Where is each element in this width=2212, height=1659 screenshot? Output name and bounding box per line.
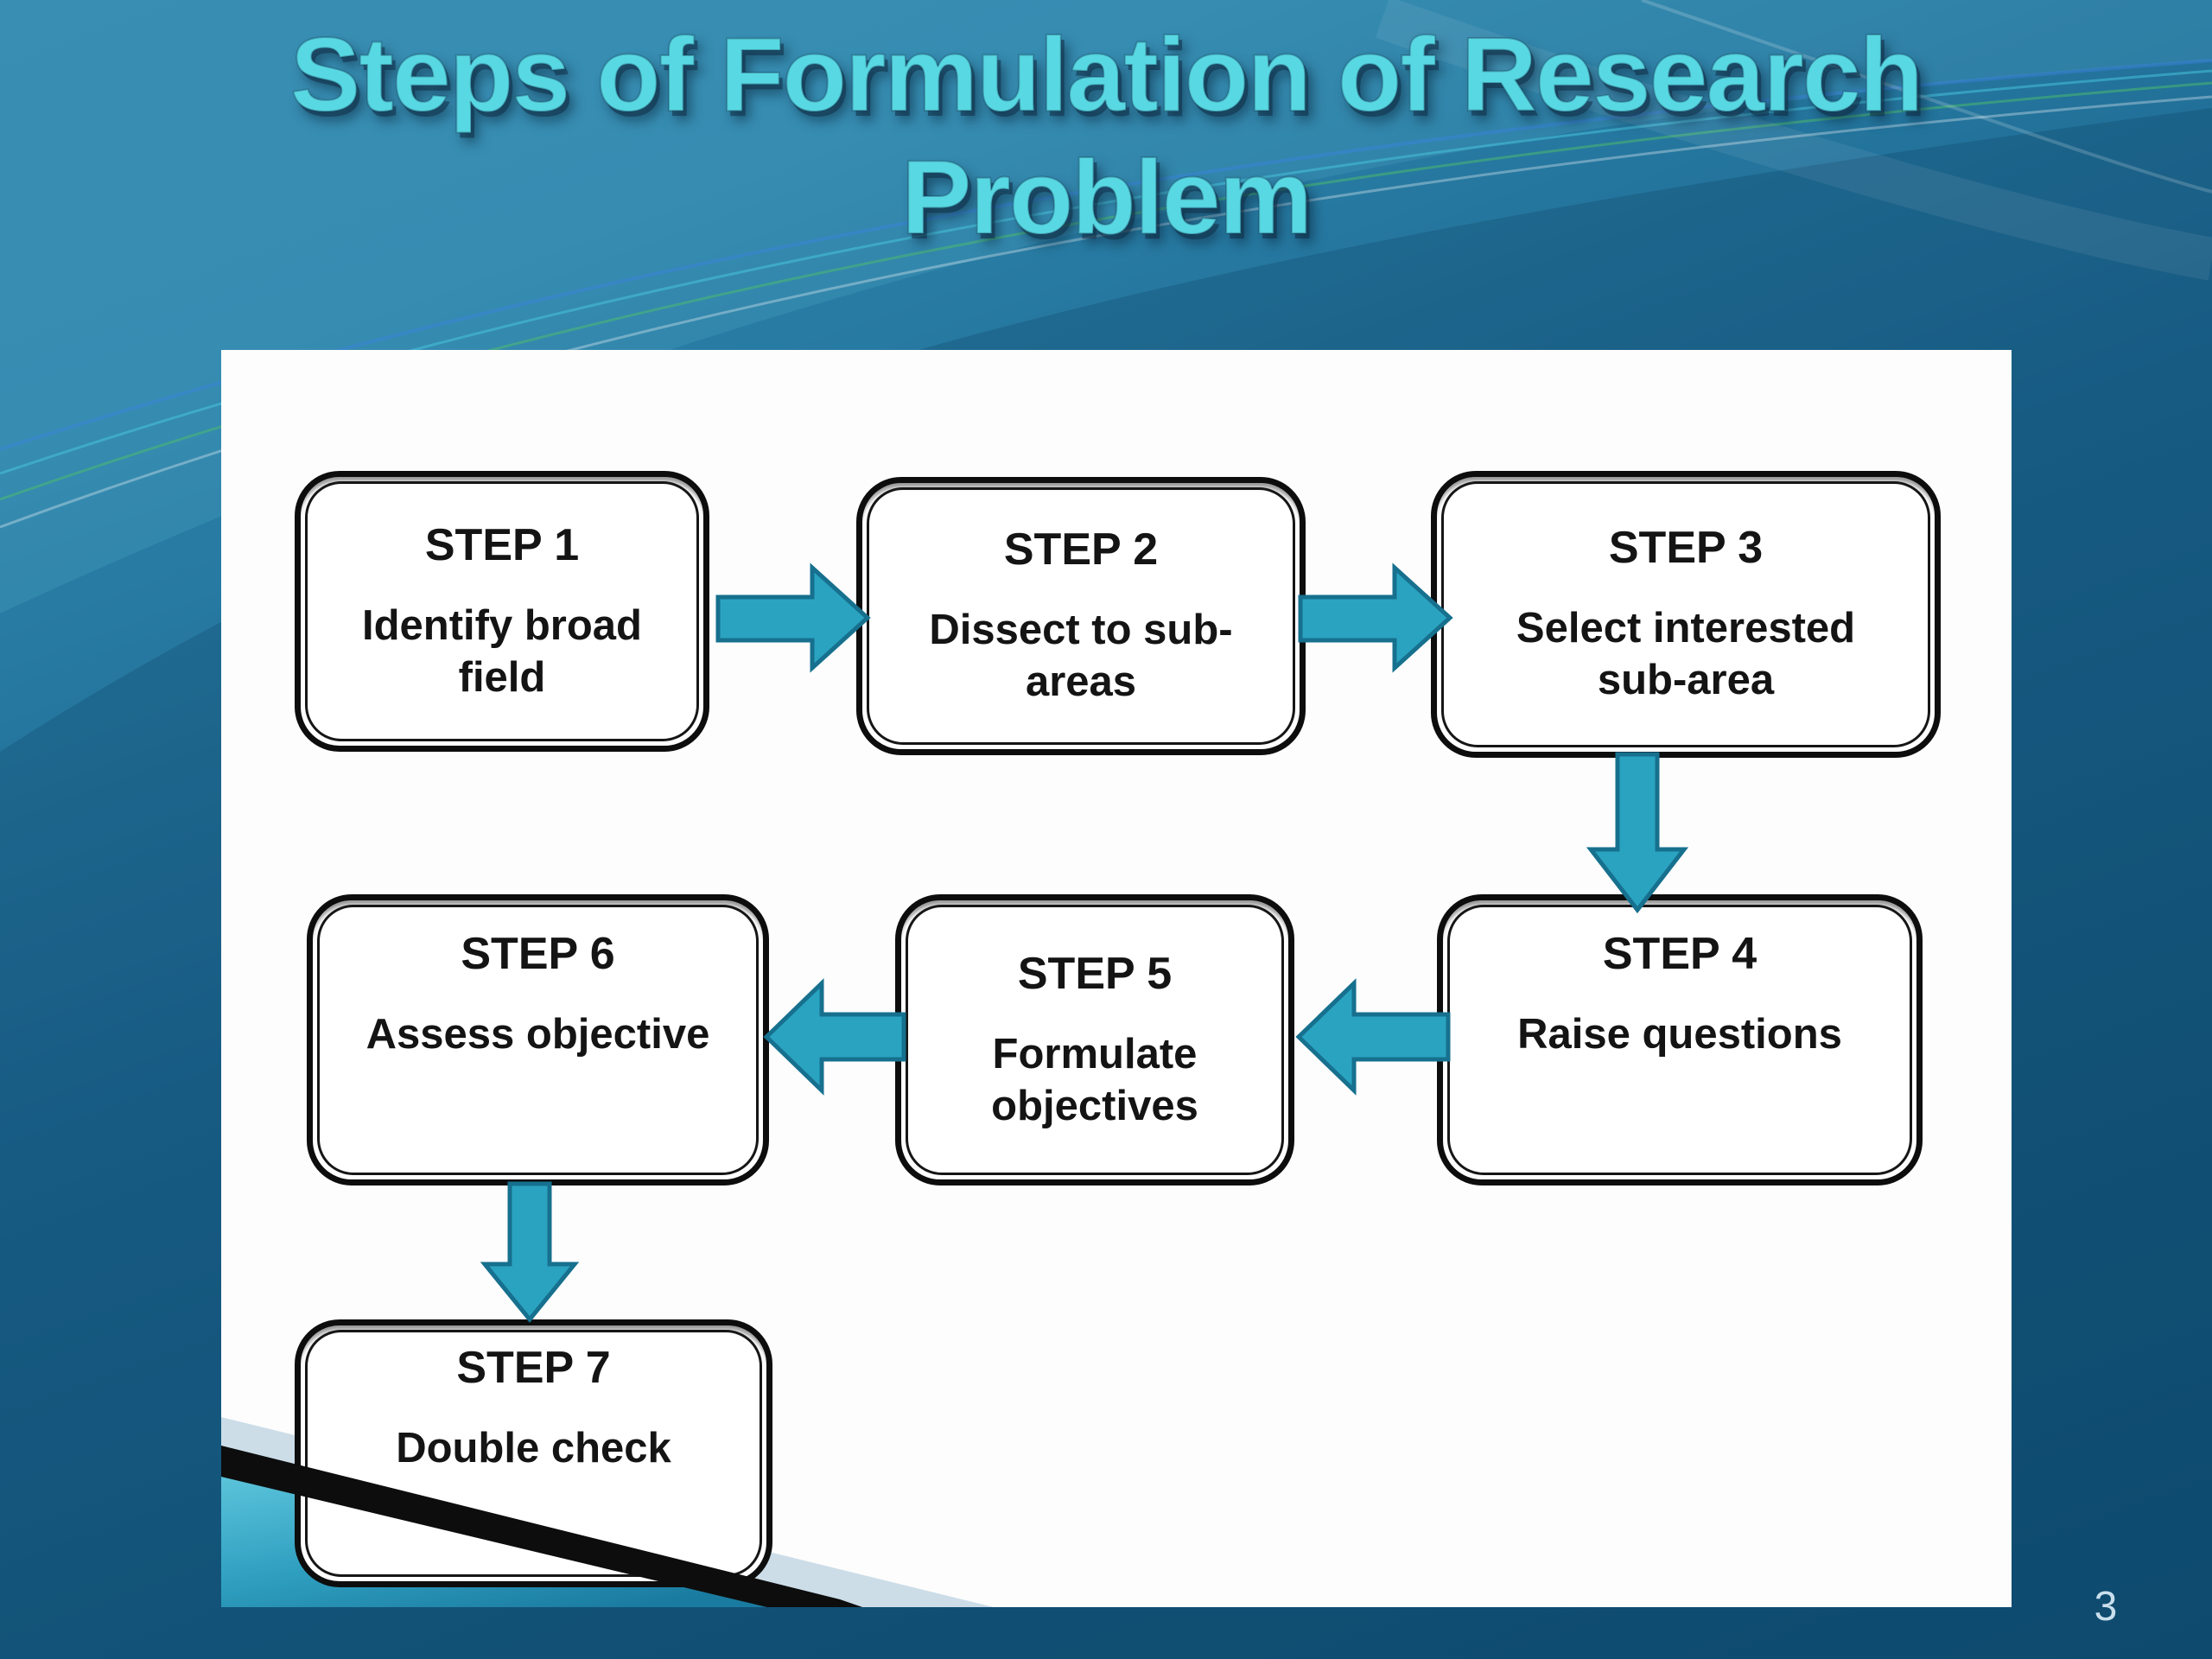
step-box-4: STEP 4 Raise questions (1437, 894, 1923, 1185)
step-6-label: Assess objective (365, 1011, 710, 1058)
arrow-step6-to-step7-down (480, 1181, 580, 1323)
arrow-step4-to-step5-left (1295, 978, 1451, 1096)
step-2-title: STEP 2 (1003, 524, 1159, 575)
arrow-step5-to-step6-left (763, 978, 906, 1096)
page-title-line1: Steps of Formulation of Research (289, 15, 1924, 134)
step-5-label: Formulate objectives (991, 1030, 1198, 1129)
step-3-label: Select interested sub-area (1516, 605, 1856, 703)
page-title: Steps of Formulation of Research Problem (0, 14, 2212, 258)
page-title-line2: Problem (900, 137, 1313, 257)
step-box-1: STEP 1 Identify broad field (295, 471, 709, 752)
step-1-title: STEP 1 (424, 519, 580, 570)
step-6-title: STEP 6 (461, 929, 615, 980)
step-4-title: STEP 4 (1602, 929, 1758, 980)
step-box-2: STEP 2 Dissect to sub- areas (856, 477, 1306, 755)
flowchart-panel: STEP 1 Identify broad field STEP 2 Disse… (221, 350, 2012, 1607)
step-1-label: Identify broad field (362, 601, 642, 701)
step-5-title: STEP 5 (1017, 948, 1173, 999)
step-7-title: STEP 7 (456, 1342, 611, 1393)
arrow-step3-to-step4-down (1586, 752, 1689, 914)
step-2-label: Dissect to sub- areas (929, 607, 1233, 705)
step-4-label: Raise questions (1517, 1011, 1842, 1058)
step-3-title: STEP 3 (1608, 523, 1764, 574)
step-box-6: STEP 6 Assess objective (307, 894, 769, 1185)
step-box-7: STEP 7 Double check (295, 1319, 772, 1587)
step-7-label: Double check (396, 1424, 671, 1471)
arrow-step2-to-step3-right (1298, 563, 1453, 673)
step-box-5: STEP 5 Formulate objectives (895, 894, 1294, 1185)
arrow-step1-to-step2-right (715, 563, 871, 673)
step-box-3: STEP 3 Select interested sub-area (1431, 471, 1941, 758)
page-number: 3 (2094, 1584, 2118, 1630)
